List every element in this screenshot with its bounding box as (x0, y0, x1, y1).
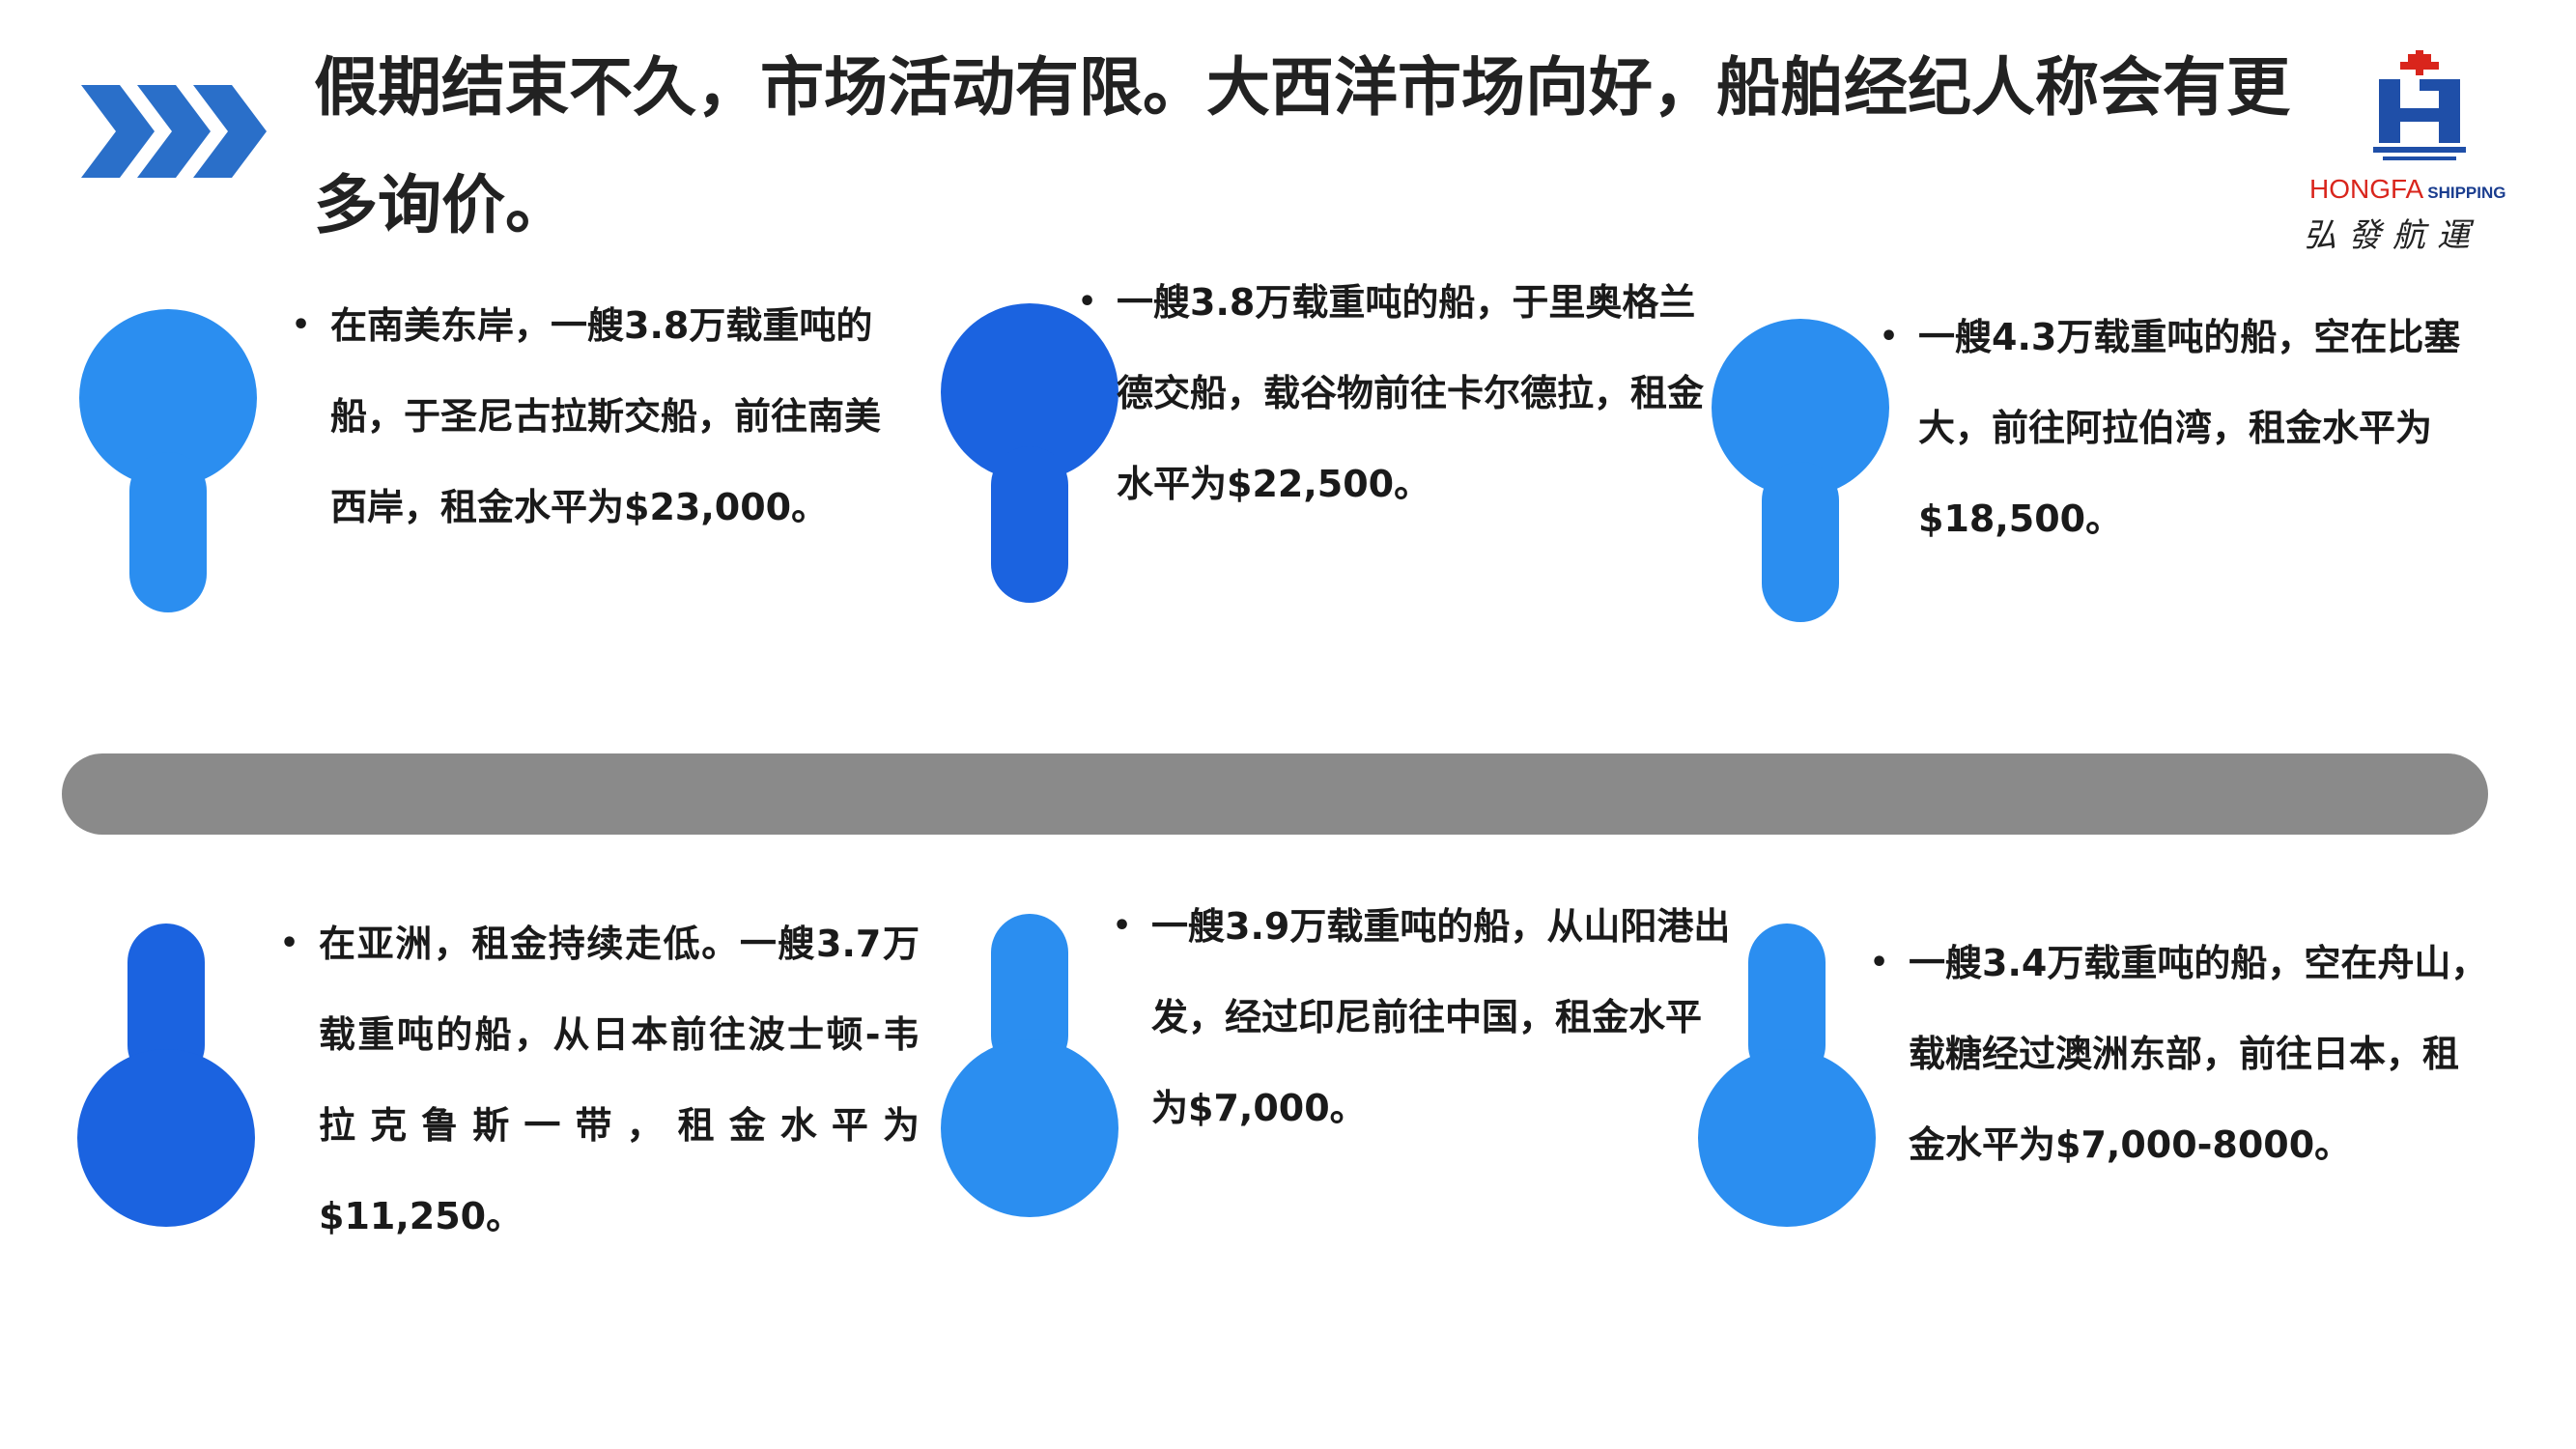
report-text: 在南美东岸，一艘3.8万载重吨的船，于圣尼古拉斯交船，前往南美西岸，租金水平为$… (330, 304, 882, 528)
market-report-item: • 在亚洲，租金持续走低。一艘3.7万载重吨的船，从日本前往波士顿-韦拉克鲁斯一… (280, 898, 920, 1262)
timeline-divider (62, 753, 2488, 835)
page-title: 假期结束不久，市场活动有限。大西洋市场向好，船舶经纪人称会有更多询价。 (314, 50, 2290, 242)
logo-sub: SHIPPING (2427, 184, 2506, 202)
market-report-item: • 一艘3.4万载重吨的船，空在舟山，载糖经过澳洲东部，前往日本，租金水平为$7… (1870, 918, 2488, 1190)
report-text: 一艘3.8万载重吨的船，于里奥格兰德交船，载谷物前往卡尔德拉，租金水平为$22,… (1117, 281, 1705, 505)
hongfa-emblem-icon (2373, 50, 2466, 160)
pin-marker-icon (1712, 319, 1889, 622)
report-text: 一艘3.9万载重吨的船，从山阳港出发，经过印尼前往中国，租金水平为$7,000。 (1151, 905, 1731, 1129)
chevron-arrows-icon (81, 85, 270, 178)
bullet-icon: • (1880, 320, 1899, 354)
pin-marker-icon (77, 923, 255, 1227)
report-text: 一艘4.3万载重吨的船，空在比塞大，前往阿拉伯湾，租金水平为$18,500。 (1918, 316, 2461, 540)
pin-marker-icon (941, 303, 1118, 603)
bullet-icon: • (280, 926, 299, 960)
market-report-item: • 一艘3.8万载重吨的船，于里奥格兰德交船，载谷物前往卡尔德拉，租金水平为$2… (1078, 257, 1715, 529)
market-report-item: • 一艘4.3万载重吨的船，空在比塞大，前往阿拉伯湾，租金水平为$18,500。 (1880, 292, 2517, 564)
logo-brand: HONGFA (2309, 174, 2424, 204)
market-report-item: • 在南美东岸，一艘3.8万载重吨的船，于圣尼古拉斯交船，前往南美西岸，租金水平… (292, 280, 910, 553)
pin-marker-icon (941, 914, 1118, 1217)
pin-marker-icon (1698, 923, 1876, 1227)
report-text: 一艘3.4万载重吨的船，空在舟山，载糖经过澳洲东部，前往日本，租金水平为$7,0… (1909, 942, 2488, 1166)
bullet-icon: • (1870, 946, 1889, 980)
report-text: 在亚洲，租金持续走低。一艘3.7万载重吨的船，从日本前往波士顿-韦拉克鲁斯一带，… (319, 923, 920, 1237)
pin-marker-icon (79, 309, 257, 612)
market-report-item: • 一艘3.9万载重吨的船，从山阳港出发，经过印尼前往中国，租金水平为$7,00… (1113, 881, 1731, 1153)
bullet-icon: • (1078, 285, 1097, 319)
bullet-icon: • (292, 308, 311, 342)
logo-chinese: 弘發航運 (2304, 216, 2481, 255)
bullet-icon: • (1113, 909, 1132, 943)
